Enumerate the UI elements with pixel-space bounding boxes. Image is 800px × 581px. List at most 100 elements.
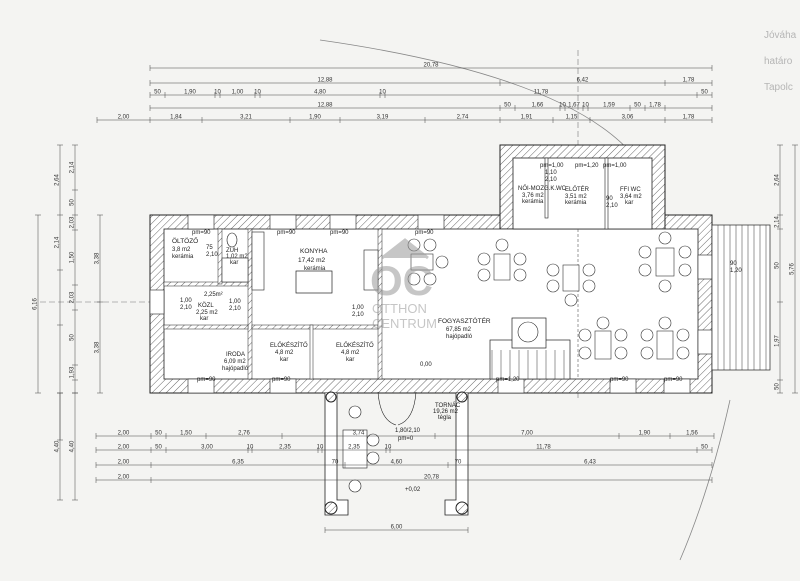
dimension-label: 6,43 <box>584 460 596 466</box>
dimension-label: 7,00 <box>521 431 533 437</box>
dimension-label: 1,67 <box>568 103 580 109</box>
chair <box>678 245 692 259</box>
dimension-label: 3,06 <box>622 115 634 121</box>
svg-text:ELŐKÉSZÍTŐ: ELŐKÉSZÍTŐ <box>336 342 374 349</box>
chair <box>477 252 491 266</box>
svg-text:ELŐTÉR: ELŐTÉR <box>565 186 590 193</box>
chair <box>676 346 690 360</box>
svg-text:67,85 m2: 67,85 m2 <box>446 327 472 333</box>
svg-text:kar: kar <box>625 200 633 206</box>
svg-text:+0,02: +0,02 <box>405 487 421 493</box>
svg-text:3,51 m2: 3,51 m2 <box>565 194 587 200</box>
svg-text:3,64 m2: 3,64 m2 <box>620 194 642 200</box>
dimension-label: 10 <box>379 90 386 96</box>
dimension-label: 10 <box>254 90 261 96</box>
svg-text:kar: kar <box>200 316 208 322</box>
door-window-annotations: pm=90 pm=90 pm=90 pm=90 pm=90 pm=90 pm=9… <box>180 163 742 493</box>
svg-text:2,25 m2: 2,25 m2 <box>196 310 218 316</box>
dimension-label: 10 <box>385 445 392 451</box>
terrace <box>324 391 469 516</box>
svg-text:75: 75 <box>206 245 213 251</box>
svg-text:2,10: 2,10 <box>606 203 618 209</box>
chair <box>614 328 628 342</box>
dimension-label: 70 <box>455 460 462 466</box>
svg-text:NŐI-MOZG.K.WC: NŐI-MOZG.K.WC <box>518 185 567 192</box>
svg-text:1,20: 1,20 <box>730 268 742 274</box>
dimension-label: 2,35 <box>279 445 291 451</box>
otthon-centrum-watermark: OC OTTHON CENTRUM <box>370 238 437 331</box>
dimension-label: 50 <box>155 431 162 437</box>
svg-text:kerámia: kerámia <box>522 199 544 205</box>
svg-text:tégla: tégla <box>438 415 452 421</box>
svg-text:pm=90: pm=90 <box>610 377 629 383</box>
dimension-label: 1,59 <box>603 103 615 109</box>
chair <box>640 328 654 342</box>
window <box>187 214 215 230</box>
svg-text:kar: kar <box>230 260 238 266</box>
svg-text:IRODA: IRODA <box>226 352 245 358</box>
dimension-label: 10 <box>582 103 589 109</box>
chair <box>678 263 692 277</box>
dimension-label: 20,78 <box>423 63 439 69</box>
dimension-label: 2,14 <box>70 161 76 173</box>
svg-text:0,00: 0,00 <box>420 362 432 368</box>
chair <box>638 263 652 277</box>
dimension-label: 50 <box>775 383 781 390</box>
margin-text: Jóváha <box>764 30 797 41</box>
svg-text:pm=90: pm=90 <box>272 377 291 383</box>
dimension-label: 2,03 <box>70 216 76 228</box>
chair <box>423 272 437 286</box>
svg-text:2,10: 2,10 <box>229 306 241 312</box>
svg-text:1,10: 1,10 <box>545 170 557 176</box>
svg-text:2,10: 2,10 <box>545 177 557 183</box>
margin-text: Tapolc <box>764 82 793 93</box>
svg-text:17,42 m2: 17,42 m2 <box>298 257 325 264</box>
svg-text:pm=90: pm=90 <box>277 230 296 236</box>
dimension-label: 10 <box>559 103 566 109</box>
svg-text:1,02 m2: 1,02 m2 <box>226 254 248 260</box>
table <box>562 264 580 292</box>
dimension-label: 12,88 <box>317 103 333 109</box>
dimension-label: 1,78 <box>683 115 695 121</box>
dimension-label: 2,64 <box>55 174 61 186</box>
dimension-label: 1,84 <box>170 115 182 121</box>
windows <box>149 214 713 394</box>
kitchen-island <box>295 270 333 294</box>
svg-text:hajópadló: hajópadló <box>222 366 249 372</box>
dimension-label: 11,78 <box>534 90 549 96</box>
svg-text:1,00: 1,00 <box>180 298 192 304</box>
dimension-label: 1,90 <box>309 115 321 121</box>
svg-text:OTTHON: OTTHON <box>372 301 427 316</box>
dimension-label: 2,00 <box>118 460 130 466</box>
dimension-label: 4,40 <box>55 440 61 452</box>
dimension-label: 2,74 <box>457 115 469 121</box>
dimension-label: 1,97 <box>775 335 781 347</box>
kitchen-counter <box>363 249 379 291</box>
svg-text:TORNÁC: TORNÁC <box>435 402 461 409</box>
dimension-label: 1,78 <box>649 103 661 109</box>
dimension-label: 1,90 <box>639 431 651 437</box>
chair <box>614 346 628 360</box>
chair <box>546 279 560 293</box>
svg-text:2,10: 2,10 <box>352 312 364 318</box>
table <box>655 247 675 277</box>
svg-text:2,10: 2,10 <box>206 252 218 258</box>
svg-text:FOGYASZTÓTÉR: FOGYASZTÓTÉR <box>438 316 491 325</box>
chair <box>578 346 592 360</box>
chair <box>582 279 596 293</box>
dimension-label: 4,60 <box>391 460 403 466</box>
svg-text:4,8 m2: 4,8 m2 <box>341 350 360 356</box>
chair <box>578 328 592 342</box>
svg-text:hajópadló: hajópadló <box>446 334 473 340</box>
dimension-label: 2,35 <box>348 445 360 451</box>
dimension-label: 1,56 <box>686 431 698 437</box>
chair <box>658 279 672 293</box>
svg-text:pm=90: pm=90 <box>415 230 434 236</box>
table <box>493 253 511 281</box>
